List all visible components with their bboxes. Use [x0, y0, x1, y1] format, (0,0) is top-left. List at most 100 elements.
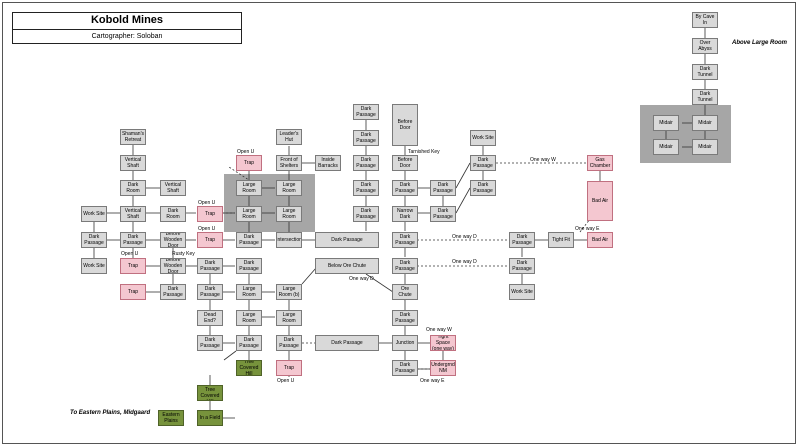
room-dark-passage-c3[interactable]: Dark Passage	[236, 258, 262, 274]
room-dark-passage-m3[interactable]: Dark Passage	[353, 155, 379, 171]
room-dark-passage-r1[interactable]: Dark Passage	[509, 232, 535, 248]
room-dark-passage-m13[interactable]: Dark Passage	[470, 155, 496, 171]
room-dark-passage-l1[interactable]: Dark Passage	[81, 232, 107, 248]
room-midair-4[interactable]: Midair	[692, 139, 718, 155]
room-dark-passage-m8[interactable]: Dark Passage	[430, 206, 456, 222]
room-trap-l1[interactable]: Trap	[120, 258, 146, 274]
room-trap-left-2[interactable]: Trap	[197, 232, 223, 248]
room-before-wooden-door-1[interactable]: Before Wooden Door	[160, 232, 186, 248]
room-dark-passage-m1[interactable]: Dark Passage	[353, 104, 379, 120]
room-large-room-4[interactable]: Large Room	[276, 206, 302, 222]
room-bad-air-2[interactable]: Bad Air	[587, 232, 613, 248]
room-dark-passage-c2[interactable]: Dark Passage	[197, 258, 223, 274]
room-tree-covered-hill[interactable]: Tree Covered Hill	[236, 360, 262, 376]
room-work-site-2[interactable]: Work Site	[81, 258, 107, 274]
label-tarnished-key: Tarnished Key	[408, 149, 440, 155]
room-gas-chamber[interactable]: Gas Chamber	[587, 155, 613, 171]
room-dark-passage-m6[interactable]: Dark Passage	[392, 180, 418, 196]
room-in-a-field[interactable]: In a Field	[197, 410, 223, 426]
room-large-room-1[interactable]: Large Room	[236, 180, 262, 196]
map-title: Kobold Mines	[90, 14, 164, 26]
room-large-room-7[interactable]: Large Room	[276, 310, 302, 326]
room-ore-chute[interactable]: Ore Chute	[392, 284, 418, 300]
room-shamans-retreat[interactable]: Shaman's Retreat	[120, 129, 146, 145]
room-dark-passage-long-1[interactable]: Dark Passage	[315, 232, 379, 248]
room-large-room-2[interactable]: Large Room	[276, 180, 302, 196]
room-midair-3[interactable]: Midair	[653, 139, 679, 155]
label-one-way-d-3: One way D	[452, 259, 477, 265]
room-vertical-shaft-2[interactable]: Vertical Shaft	[160, 180, 186, 196]
room-undergrnd-nm[interactable]: Undergrnd NM	[430, 360, 456, 376]
room-large-room-b[interactable]: Large Room (b)	[276, 284, 302, 300]
room-dark-passage-m5[interactable]: Dark Passage	[353, 206, 379, 222]
label-open-u-4: Open U	[198, 226, 216, 232]
room-dark-room-1[interactable]: Dark Room	[120, 180, 146, 196]
room-trap-top[interactable]: Trap	[236, 155, 262, 171]
room-below-tree-covered-hill[interactable]: Below Tree Covered Hill	[197, 385, 223, 401]
room-dark-passage-m2[interactable]: Dark Passage	[353, 130, 379, 146]
room-tight-space[interactable]: Tight Space (one way)	[430, 335, 456, 351]
room-large-room-5[interactable]: Large Room	[236, 284, 262, 300]
room-front-of-shelters[interactable]: Front of Shelters	[276, 155, 302, 171]
room-leaders-hut[interactable]: Leader's Hut	[276, 129, 302, 145]
room-bad-air-1[interactable]: Bad Air	[587, 181, 613, 221]
room-dark-passage-c5[interactable]: Dark Passage	[197, 335, 223, 351]
room-work-site-3[interactable]: Work Site	[470, 130, 496, 146]
room-trap-l2[interactable]: Trap	[120, 284, 146, 300]
room-narrow-dark[interactable]: Narrow Dark	[392, 206, 418, 222]
map-frame	[2, 2, 796, 444]
label-one-way-w-2: One way W	[426, 327, 452, 333]
room-before-door-1[interactable]: Before Door	[392, 104, 418, 146]
room-by-cave-in[interactable]: By Cave In	[692, 12, 718, 28]
room-trap-bottom[interactable]: Trap	[276, 360, 302, 376]
room-dark-passage-m4[interactable]: Dark Passage	[353, 180, 379, 196]
room-dark-passage-c1[interactable]: Dark Passage	[236, 232, 262, 248]
title-box: Kobold Mines Cartographer: Soloban	[12, 12, 242, 44]
room-tight-fit[interactable]: Tight Fit	[548, 232, 574, 248]
room-dark-room-2[interactable]: Dark Room	[160, 206, 186, 222]
room-over-abyss[interactable]: Over Abyss	[692, 38, 718, 54]
room-midair-1[interactable]: Midair	[653, 115, 679, 131]
room-dark-passage-m14[interactable]: Dark Passage	[470, 180, 496, 196]
room-dark-passage-long-2[interactable]: Dark Passage	[315, 335, 379, 351]
room-dark-passage-c7[interactable]: Dark Passage	[276, 335, 302, 351]
room-dark-passage-m9[interactable]: Dark Passage	[392, 232, 418, 248]
room-trap-left-1[interactable]: Trap	[197, 206, 223, 222]
room-dead-end[interactable]: Dead End?	[197, 310, 223, 326]
label-rusty-key: Rusty Key	[172, 251, 195, 257]
label-one-way-w-1: One way W	[530, 157, 556, 163]
note-eastern-plains: To Eastern Plains, Midgaard	[70, 410, 151, 416]
room-dark-passage-r2[interactable]: Dark Passage	[509, 258, 535, 274]
room-dark-passage-l2[interactable]: Dark Passage	[120, 232, 146, 248]
room-dark-passage-l3[interactable]: Dark Passage	[160, 284, 186, 300]
label-one-way-d-2: One way D	[452, 234, 477, 240]
label-one-way-e-1: One way E	[575, 226, 600, 232]
room-below-ore-chute[interactable]: Below Ore Chute	[315, 258, 379, 274]
label-open-u-1: Open U	[121, 251, 139, 257]
room-vertical-shaft-1[interactable]: Vertical Shaft	[120, 155, 146, 171]
room-work-site-1[interactable]: Work Site	[81, 206, 107, 222]
label-one-way-d-1: One way D	[349, 276, 374, 282]
room-before-door-2[interactable]: Before Door	[392, 155, 418, 171]
room-dark-passage-c4[interactable]: Dark Passage	[197, 284, 223, 300]
cartographer-label: Cartographer: Soloban	[13, 29, 241, 43]
room-large-room-3[interactable]: Large Room	[236, 206, 262, 222]
room-dark-passage-m12[interactable]: Dark Passage	[392, 360, 418, 376]
room-dark-passage-m10[interactable]: Dark Passage	[392, 258, 418, 274]
room-dark-tunnel-2[interactable]: Dark Tunnel	[692, 89, 718, 105]
room-midair-2[interactable]: Midair	[692, 115, 718, 131]
label-open-u-2: Open U	[237, 149, 255, 155]
room-inside-barracks[interactable]: Inside Barracks	[315, 155, 341, 171]
room-work-site-4[interactable]: Work Site	[509, 284, 535, 300]
room-dark-passage-m7[interactable]: Dark Passage	[430, 180, 456, 196]
room-dark-tunnel-1[interactable]: Dark Tunnel	[692, 64, 718, 80]
room-dark-passage-c6[interactable]: Dark Passage	[236, 335, 262, 351]
room-dark-passage-m11[interactable]: Dark Passage	[392, 310, 418, 326]
room-junction[interactable]: Junction	[392, 335, 418, 351]
room-eastern-plains[interactable]: Eastern Plains	[158, 410, 184, 426]
room-large-room-6[interactable]: Large Room	[236, 310, 262, 326]
room-before-wooden-door-2[interactable]: Before Wooden Door	[160, 258, 186, 274]
room-intersection[interactable]: Intersection	[276, 232, 302, 248]
room-vertical-shaft-3[interactable]: Vertical Shaft	[120, 206, 146, 222]
